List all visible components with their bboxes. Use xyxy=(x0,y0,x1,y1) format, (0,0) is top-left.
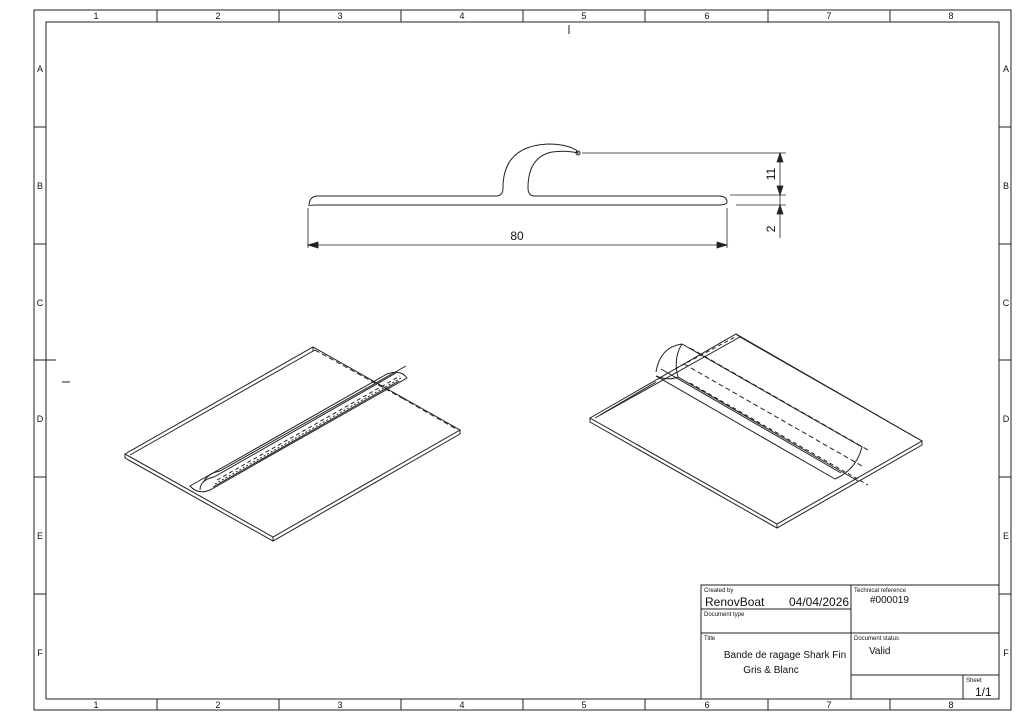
sheet-value: 1/1 xyxy=(975,685,992,699)
sheet-label: Sheet xyxy=(966,678,982,684)
dimension-lines xyxy=(306,151,786,249)
column-labels-top: 1 2 3 4 5 6 7 8 xyxy=(93,11,953,21)
technical-reference-label: Technical reference xyxy=(854,588,907,594)
column-label: 1 xyxy=(93,700,98,710)
width-dimension-label: 80 xyxy=(510,229,524,243)
row-label: B xyxy=(37,181,43,191)
column-label: 6 xyxy=(704,11,709,21)
row-label: A xyxy=(1003,64,1009,74)
column-label: 2 xyxy=(215,11,220,21)
column-labels-bottom: 1 2 3 4 5 6 7 8 xyxy=(93,700,953,710)
document-status-value: Valid xyxy=(869,646,891,657)
document-type-label: Document type xyxy=(704,612,745,618)
column-label: 8 xyxy=(948,700,953,710)
isometric-view-right xyxy=(588,333,924,529)
drawing-frame xyxy=(33,9,1012,711)
column-label: 3 xyxy=(337,700,342,710)
column-label: 6 xyxy=(704,700,709,710)
date-value: 04/04/2026 xyxy=(789,595,849,609)
column-label: 4 xyxy=(459,11,464,21)
column-label: 4 xyxy=(459,700,464,710)
column-label: 3 xyxy=(337,11,342,21)
row-labels-left: A B C D E F xyxy=(37,64,44,658)
row-label: F xyxy=(1003,648,1009,658)
created-by-value: RenovBoat xyxy=(705,595,765,609)
isometric-view-left xyxy=(123,346,462,542)
title-line-1: Bande de ragage Shark Fin xyxy=(724,650,846,661)
row-label: C xyxy=(1003,298,1010,308)
profile-section-view xyxy=(308,143,728,207)
created-by-label: Created by xyxy=(704,588,733,594)
row-label: F xyxy=(37,648,43,658)
column-label: 7 xyxy=(826,700,831,710)
column-label: 8 xyxy=(948,11,953,21)
fin-height-dimension-label: 11 xyxy=(764,167,778,180)
column-label: 7 xyxy=(826,11,831,21)
row-label: A xyxy=(37,64,43,74)
row-label: E xyxy=(37,531,43,541)
column-label: 5 xyxy=(581,11,586,21)
title-line-2: Gris & Blanc xyxy=(743,665,799,676)
column-label: 2 xyxy=(215,700,220,710)
column-label: 1 xyxy=(93,11,98,21)
document-status-label: Document status xyxy=(854,636,899,642)
title-label: Title xyxy=(704,636,716,642)
row-label: D xyxy=(1003,414,1010,424)
thickness-dimension-label: 2 xyxy=(764,225,778,232)
row-labels-right: A B C D E F xyxy=(1003,64,1010,658)
technical-reference-value: #000019 xyxy=(870,595,909,606)
row-label: B xyxy=(1003,181,1009,191)
title-block xyxy=(700,584,1000,700)
column-label: 5 xyxy=(581,700,586,710)
row-label: C xyxy=(37,298,44,308)
row-label: D xyxy=(37,414,44,424)
row-label: E xyxy=(1003,531,1009,541)
